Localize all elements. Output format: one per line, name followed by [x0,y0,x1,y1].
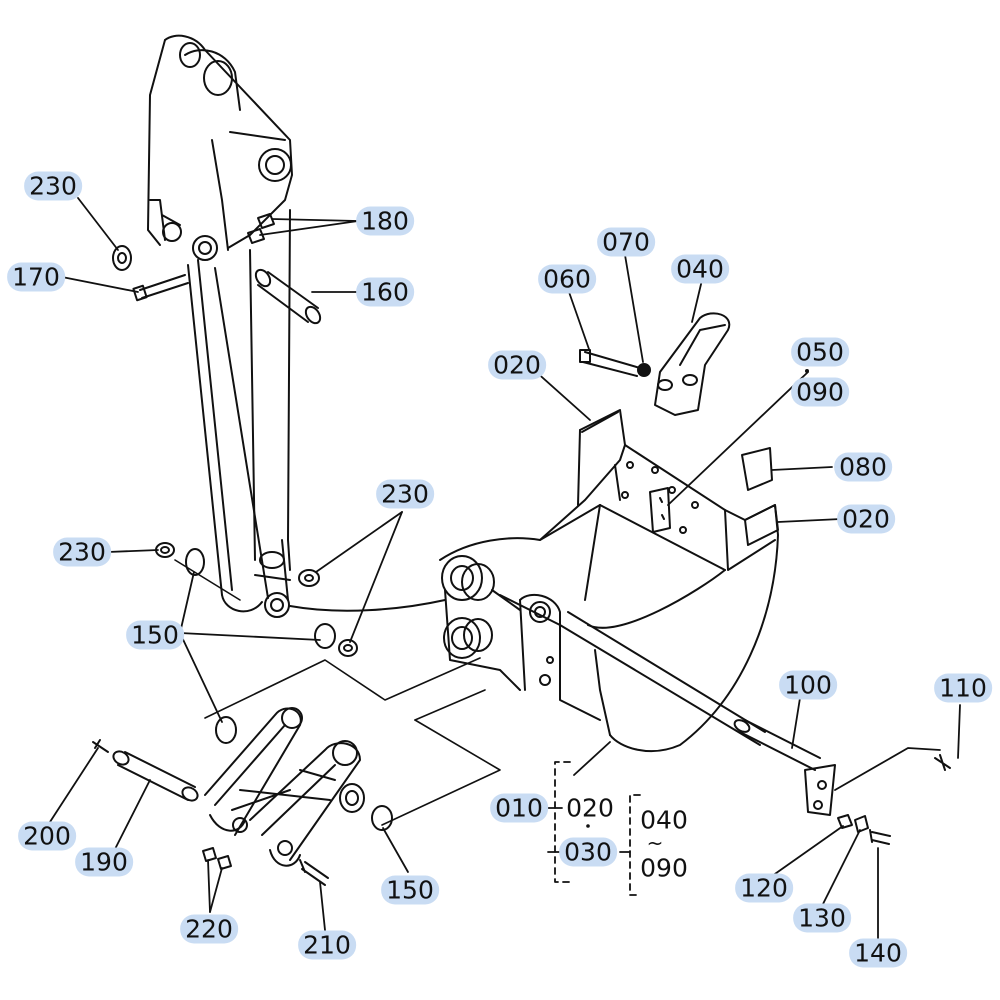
callout-200: 200 [18,821,76,851]
alignment-lines [174,559,501,826]
bolt-140 [869,829,891,845]
callout-160: 160 [356,277,414,307]
callout-230-top: 230 [24,171,82,201]
callout-120: 120 [735,873,793,903]
o-ring-150-lower [215,716,237,744]
callout-150-left: 150 [126,620,184,650]
callout-140: 140 [849,938,907,968]
bolt-060 [582,351,641,377]
tooth-040 [654,312,731,416]
callout-110: 110 [934,673,992,703]
callout-070: 070 [597,227,655,257]
o-ring-150-right [371,805,393,831]
callout-020-top: 020 [488,350,546,380]
nut-130 [854,815,869,833]
washer-230-top [112,245,132,271]
group-label-090: 090 [640,853,688,883]
o-ring-150-mid [314,623,336,649]
callout-050: 050 [791,337,849,367]
group-range-tilde: ~ [646,831,664,855]
group-label-040: 040 [640,805,688,835]
callout-080: 080 [834,452,892,482]
link-assembly [204,707,365,867]
leader-lines [47,197,961,939]
bolt-170 [132,274,189,302]
callout-130: 130 [793,903,851,933]
o-ring-150-left [185,548,205,576]
callout-180: 180 [356,206,414,236]
side-cutter-020 [744,504,779,546]
callout-190: 190 [75,847,133,877]
washer-230-mid [298,569,320,587]
callout-020-right: 020 [837,504,895,534]
callout-230-left: 230 [53,537,111,567]
group-label-020: 020 [566,793,614,823]
callout-010: 010 [490,793,548,823]
grease-nipple-110 [934,754,951,771]
plate-050 [649,487,671,533]
nuts-180 [247,213,275,244]
grease-nipple-200 [92,739,109,753]
tooth-080 [741,447,773,491]
callout-100: 100 [779,670,837,700]
washer-120 [837,814,853,829]
callout-150-bottom: 150 [381,875,439,905]
pin-190 [112,750,199,802]
nuts-220 [202,847,232,870]
callout-030: 030 [559,837,617,867]
bolt-060-head [579,349,591,363]
bolt-210 [299,859,329,886]
callout-220: 220 [180,914,238,944]
bucket-drawing [439,409,779,753]
callout-230-mid: 230 [376,479,434,509]
callout-040: 040 [671,254,729,284]
nut-070 [637,363,651,377]
pin-100 [733,719,836,816]
callout-060: 060 [538,264,596,294]
group-bracket [547,761,641,896]
callout-210: 210 [298,930,356,960]
washer-230-low [338,639,358,657]
pin-160 [254,268,322,325]
callout-170: 170 [7,262,65,292]
arm-drawing [147,34,446,618]
callout-090-top: 090 [791,377,849,407]
